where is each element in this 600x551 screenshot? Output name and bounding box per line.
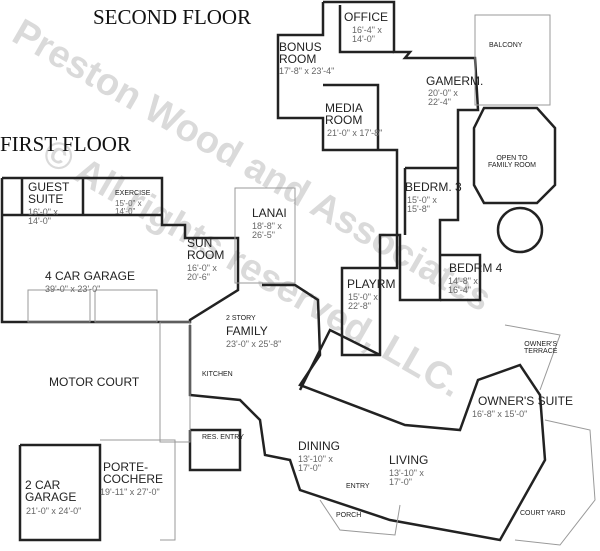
two-story-label: 2 STORY — [226, 315, 256, 322]
four-car-garage-dims: 39'-0" x 23'-0" — [45, 284, 101, 294]
entry-label: ENTRY — [346, 483, 370, 490]
exercise-dims: 15'-0" x 14'-0" — [115, 199, 142, 217]
bedrm3-label: BEDRM. 3 — [405, 180, 462, 194]
two-car-garage-dims: 21'-0" x 24'-0" — [26, 506, 82, 516]
owners-suite-label: OWNER'S SUITE — [478, 394, 573, 408]
bonus-room-label: BONUS ROOM — [279, 40, 322, 66]
office-label: OFFICE — [344, 10, 388, 24]
four-car-garage-label: 4 CAR GARAGE — [45, 269, 136, 283]
lanai-dims: 18'-8" x 26'-5" — [252, 221, 282, 241]
porte-cochere-label: PORTE- COCHERE — [103, 460, 164, 486]
res-entry-label: RES. ENTRY — [202, 434, 244, 441]
office-dims: 16'-4" x 14'-0" — [352, 25, 382, 45]
media-room-label: MEDIA ROOM — [325, 101, 364, 127]
bonus-room-dims: 17'-8" x 23'-4" — [279, 66, 335, 76]
court-yard-label: COURT YARD — [520, 510, 566, 517]
gamerm-dims: 20'-0" x 22'-4" — [428, 88, 458, 108]
gamerm-label: GAMERM. — [426, 74, 484, 88]
media-room-dims: 21'-0" x 17'-8" — [327, 128, 383, 138]
porch-label: PORCH — [336, 512, 362, 519]
sun-room-label: SUN ROOM — [187, 236, 225, 262]
second-floor-title: SECOND FLOOR — [93, 5, 252, 29]
guest-suite-label: GUEST SUITE — [28, 180, 70, 206]
porte-cochere-dims: 19'-11" x 27'-0" — [100, 487, 160, 497]
bedrm4-dims: 14'-8" x 16'-4" — [448, 276, 478, 296]
first-floor-title: FIRST FLOOR — [0, 132, 131, 156]
playrm-label: PLAYRM — [347, 277, 396, 291]
bedrm3-dims: 15'-0" x 15'-8" — [407, 195, 437, 215]
playrm-dims: 15'-0" x 22'-8" — [348, 292, 378, 312]
owners-suite-dims: 16'-8" x 15'-0" — [472, 409, 528, 419]
living-dims: 13'-10" x 17'-0" — [389, 468, 424, 488]
family-label: FAMILY — [226, 324, 268, 338]
sun-room-dims: 16'-0" x 20'-6" — [187, 263, 217, 283]
dining-label: DINING — [298, 439, 340, 453]
family-dims: 23'-0" x 25'-8" — [226, 339, 282, 349]
two-car-garage-label: 2 CAR GARAGE — [25, 478, 77, 504]
motor-court-label: MOTOR COURT — [49, 375, 140, 389]
dining-dims: 13'-10" x 17'-0" — [298, 454, 333, 474]
balcony-label: BALCONY — [489, 42, 523, 49]
bedrm4-label: BEDRM 4 — [449, 261, 503, 275]
exercise-label: EXERCISE — [115, 190, 151, 197]
guest-suite-dims: 16'-0" x 14'-0" — [28, 207, 58, 227]
open-to-family-label: OPEN TO FAMILY ROOM — [488, 155, 536, 169]
owners-terrace-label: OWNER'S TERRACE — [524, 341, 558, 355]
lanai-label: LANAI — [252, 206, 287, 220]
living-label: LIVING — [389, 453, 429, 467]
kitchen-label: KITCHEN — [202, 371, 233, 378]
